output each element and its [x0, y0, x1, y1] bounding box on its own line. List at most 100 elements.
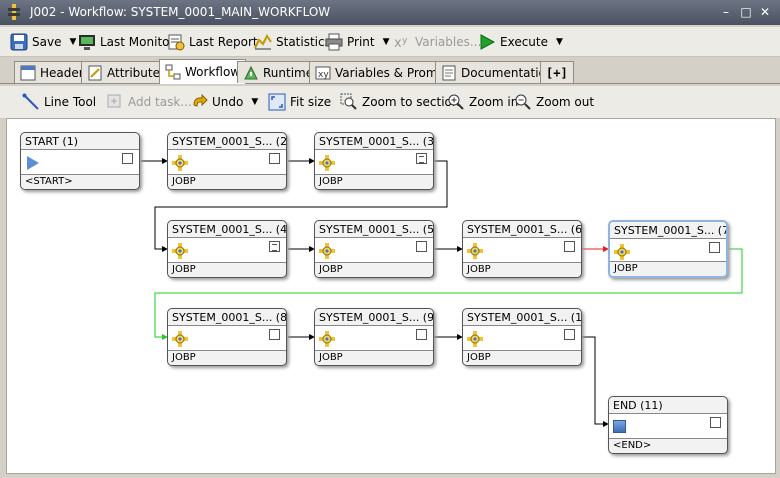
- workflow-node-2[interactable]: SYSTEM_0001_S... (2) JOBP: [167, 132, 287, 190]
- workflow-icon: [165, 64, 181, 80]
- node-title: START (1): [21, 133, 139, 150]
- tab-bar: Header Attributes Workflow Runtime xy Va…: [0, 58, 780, 84]
- edge-7-8[interactable]: [154, 248, 743, 340]
- node-menu-icon[interactable]: [416, 329, 427, 340]
- line-tool-label: Line Tool: [44, 95, 97, 109]
- node-type: JOBP: [315, 174, 433, 189]
- tab-runtime-label: Runtime: [263, 65, 314, 80]
- workflow-node-9[interactable]: SYSTEM_0001_S... (9) JOBP: [314, 308, 434, 366]
- node-menu-icon[interactable]: [709, 242, 720, 253]
- zoom-to-section-label: Zoom to section: [362, 95, 460, 109]
- zoom-out-button[interactable]: Zoom out: [514, 91, 594, 113]
- tab-attributes[interactable]: Attributes: [81, 61, 173, 83]
- variables-button[interactable]: x y Variables...: [393, 31, 481, 53]
- workflow-toolbar: Line Tool Add task... Undo ▼ Fit size Zo…: [0, 86, 780, 118]
- workflow-node-start[interactable]: START (1) <START>: [20, 132, 140, 190]
- maximize-icon[interactable]: □: [740, 5, 752, 19]
- variables-label: Variables...: [415, 35, 482, 49]
- workflow-node-3[interactable]: SYSTEM_0001_S... (3) JOBP: [314, 132, 434, 190]
- svg-text:y: y: [402, 36, 408, 46]
- tab-documentation-label: Documentation: [461, 65, 554, 80]
- add-task-icon: [107, 94, 121, 108]
- node-menu-icon[interactable]: [122, 153, 133, 164]
- minimize-icon[interactable]: –: [723, 5, 729, 19]
- printer-icon: [325, 33, 343, 51]
- jobp-task-icon: [319, 155, 335, 171]
- zoom-in-button[interactable]: Zoom in: [447, 91, 518, 113]
- end-stop-icon: [613, 420, 626, 433]
- workflow-canvas[interactable]: START (1) <START> SYSTEM_0001_S... (2) J…: [6, 118, 776, 474]
- execute-play-icon: [480, 34, 496, 50]
- node-menu-icon[interactable]: [269, 329, 280, 340]
- tab-workflow-label: Workflow: [185, 65, 241, 79]
- save-button[interactable]: Save ▼: [10, 31, 76, 53]
- node-title: SYSTEM_0001_S... (9): [315, 309, 433, 326]
- jobp-task-icon: [319, 243, 335, 259]
- node-menu-icon[interactable]: [564, 241, 575, 252]
- tab-documentation[interactable]: Documentation: [435, 61, 560, 83]
- svg-text:x: x: [394, 36, 402, 51]
- start-play-icon: [27, 156, 39, 170]
- workflow-node-8[interactable]: SYSTEM_0001_S... (8) JOBP: [167, 308, 287, 366]
- add-task-button[interactable]: Add task...: [106, 91, 192, 113]
- print-button[interactable]: Print ▼: [325, 31, 390, 53]
- node-type: JOBP: [610, 261, 726, 276]
- node-menu-icon[interactable]: [710, 417, 721, 428]
- fit-size-button[interactable]: Fit size: [268, 91, 331, 113]
- execute-label: Execute: [500, 35, 548, 49]
- save-dropdown-icon[interactable]: ▼: [69, 37, 77, 47]
- edge-3-4[interactable]: [154, 160, 448, 252]
- print-label: Print: [347, 35, 375, 49]
- jobp-task-icon: [172, 155, 188, 171]
- undo-button[interactable]: Undo ▼: [190, 91, 258, 113]
- last-monitor-label: Last Monitor: [100, 35, 175, 49]
- save-icon: [10, 33, 28, 51]
- node-menu-icon[interactable]: [269, 241, 280, 252]
- line-tool-button[interactable]: Line Tool: [22, 91, 96, 113]
- node-title: SYSTEM_0001_S... (5): [315, 221, 433, 238]
- attributes-icon: [88, 65, 102, 80]
- workflow-node-10[interactable]: SYSTEM_0001_S... (10) JOBP: [462, 308, 582, 366]
- tab-workflow[interactable]: Workflow: [159, 59, 247, 84]
- close-icon[interactable]: ✕: [759, 5, 771, 19]
- zoom-section-icon: [340, 93, 357, 110]
- node-menu-icon[interactable]: [416, 241, 427, 252]
- zoom-out-label: Zoom out: [536, 95, 595, 109]
- jobp-task-icon: [467, 331, 483, 347]
- workflow-node-5[interactable]: SYSTEM_0001_S... (5) JOBP: [314, 220, 434, 278]
- workflow-app-icon: [8, 4, 20, 20]
- node-menu-icon[interactable]: [269, 153, 280, 164]
- execute-button[interactable]: Execute ▼: [478, 31, 563, 53]
- workflow-edges: [141, 158, 743, 427]
- tab-variables-prompts[interactable]: xy Variables & Prompts: [309, 61, 463, 83]
- node-type: JOBP: [463, 350, 581, 365]
- tab-runtime[interactable]: Runtime: [237, 61, 320, 83]
- node-type: JOBP: [168, 174, 286, 189]
- runtime-icon: [244, 65, 258, 79]
- node-menu-icon[interactable]: [416, 153, 427, 164]
- node-title: SYSTEM_0001_S... (4): [168, 221, 286, 238]
- node-menu-icon[interactable]: [564, 329, 575, 340]
- tab-header-label: Header: [40, 65, 84, 80]
- print-dropdown-icon[interactable]: ▼: [382, 37, 390, 47]
- undo-dropdown-icon[interactable]: ▼: [251, 97, 259, 107]
- statistics-button[interactable]: Statistics: [254, 31, 331, 53]
- workflow-node-4[interactable]: SYSTEM_0001_S... (4) JOBP: [167, 220, 287, 278]
- tab-variables-prompts-label: Variables & Prompts: [335, 65, 457, 80]
- edge-10-11[interactable]: [582, 336, 609, 427]
- last-report-button[interactable]: Last Report: [167, 31, 258, 53]
- execute-dropdown-icon[interactable]: ▼: [556, 37, 563, 47]
- undo-label: Undo: [212, 95, 244, 109]
- workflow-node-end[interactable]: END (11) <END>: [608, 396, 728, 454]
- jobp-task-icon: [172, 331, 188, 347]
- last-monitor-button[interactable]: Last Monitor: [78, 31, 174, 53]
- variables-icon: x y: [394, 36, 408, 51]
- tab-add[interactable]: [+]: [540, 61, 574, 83]
- tab-attributes-label: Attributes: [107, 65, 167, 80]
- workflow-node-7[interactable]: SYSTEM_0001_S... (7) JOBP: [608, 220, 728, 278]
- tab-header[interactable]: Header: [14, 61, 90, 83]
- workflow-node-6[interactable]: SYSTEM_0001_S... (6) JOBP: [462, 220, 582, 278]
- last-report-label: Last Report: [189, 35, 258, 49]
- zoom-to-section-button[interactable]: Zoom to section: [340, 91, 460, 113]
- jobp-task-icon: [614, 244, 630, 260]
